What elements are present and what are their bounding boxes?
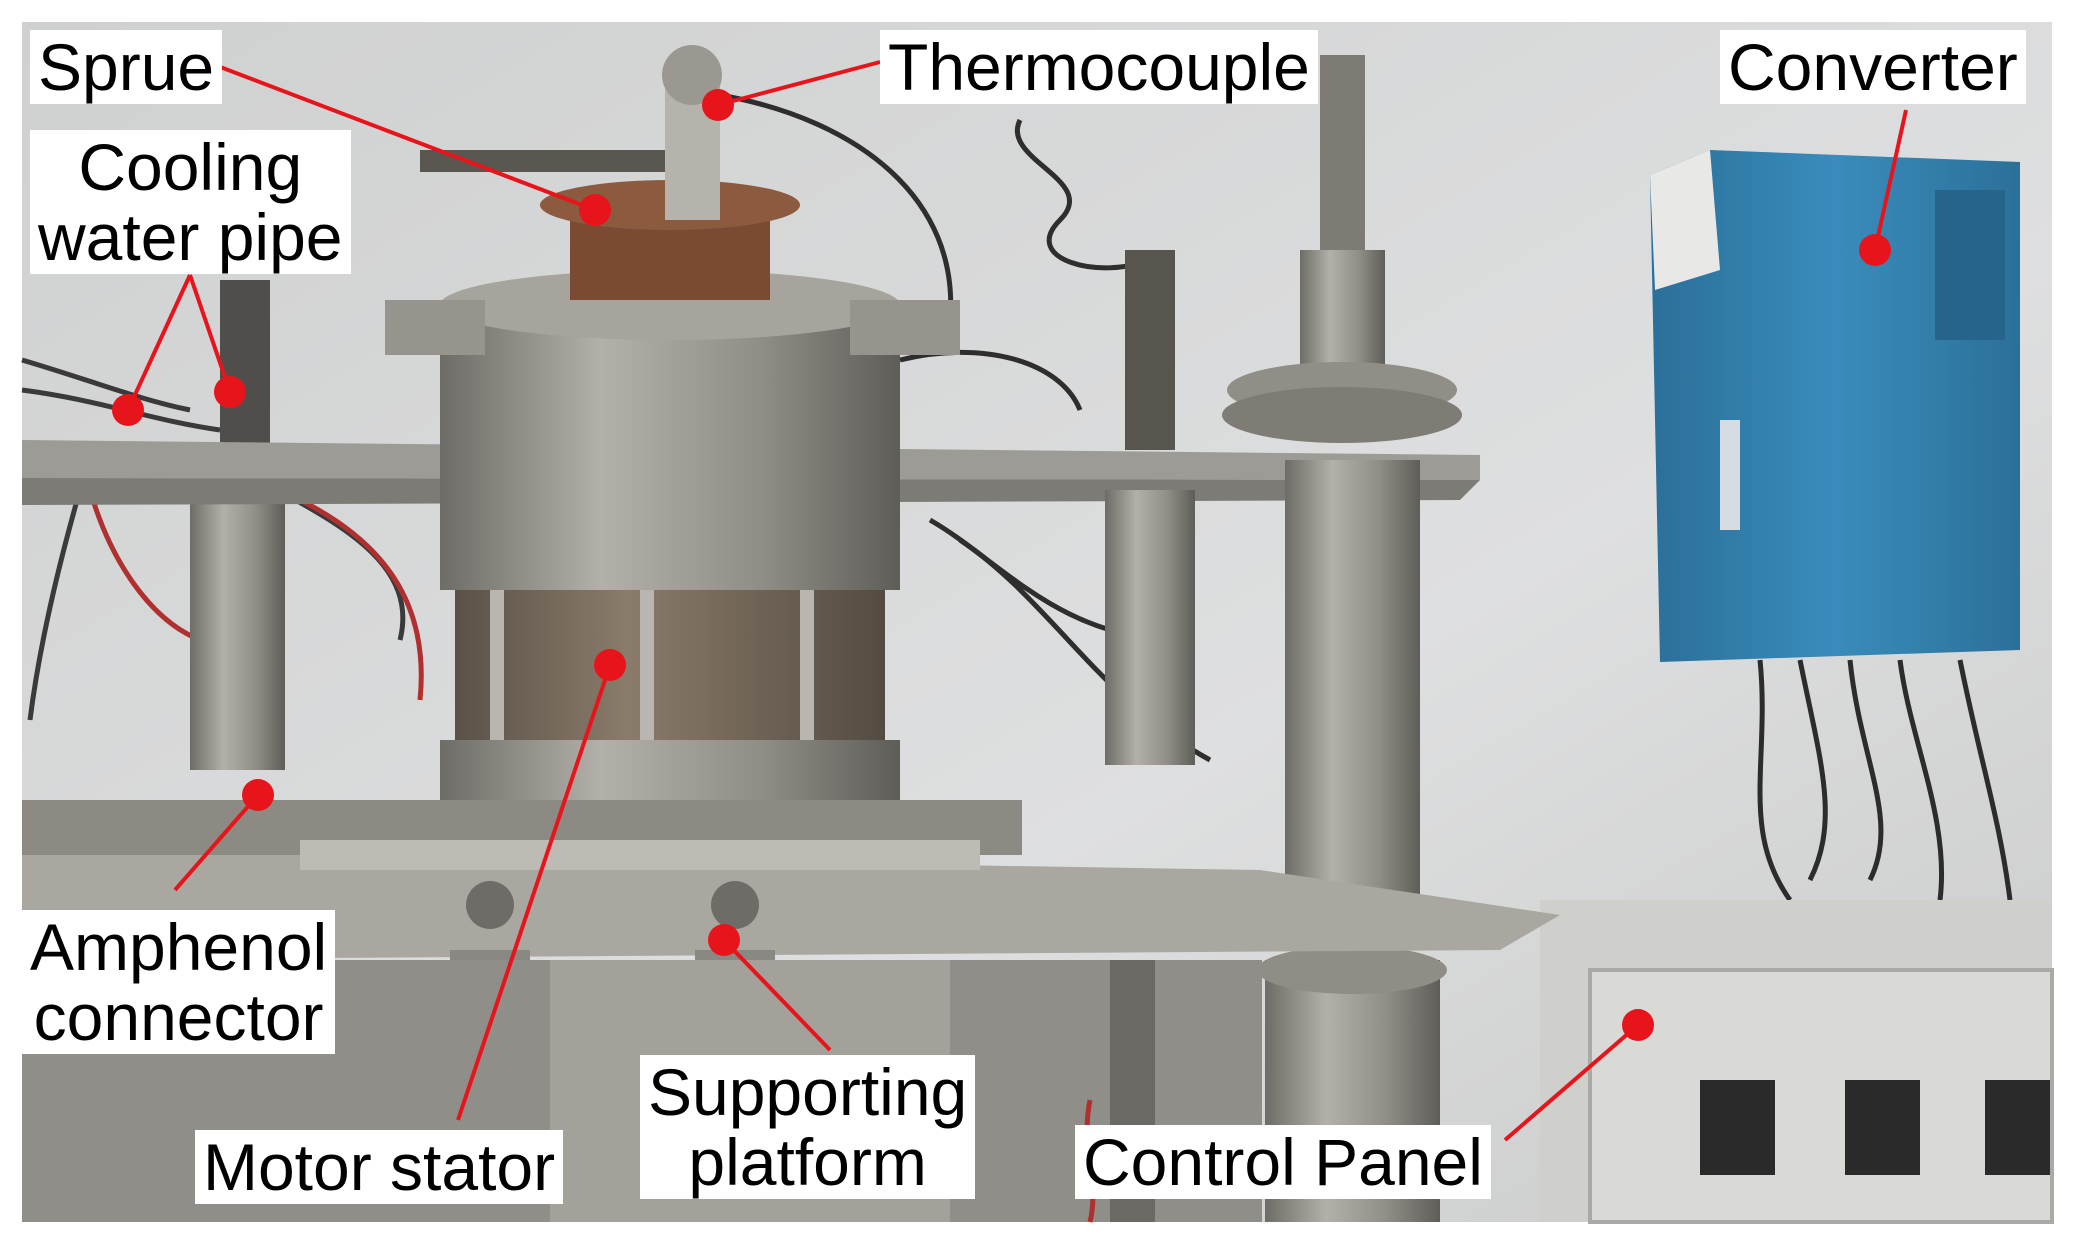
label-supporting-platform-line1: Supporting (648, 1055, 968, 1129)
label-amphenol-connector: Amphenol connector (22, 910, 336, 1054)
label-motor-stator: Motor stator (195, 1130, 564, 1204)
marker-thermocouple (702, 89, 734, 121)
leader-lines (126, 60, 1908, 1142)
label-control-panel: Control Panel (1075, 1125, 1491, 1199)
marker-converter (1859, 234, 1891, 266)
label-cooling-water-pipe: Cooling water pipe (30, 130, 351, 274)
marker-control-panel (1622, 1009, 1654, 1041)
marker-amphenol (242, 779, 274, 811)
marker-supporting-platform (708, 924, 740, 956)
marker-motor-stator (594, 649, 626, 681)
label-thermocouple: Thermocouple (880, 30, 1318, 104)
label-supporting-platform-line2: platform (688, 1125, 927, 1199)
converter-box (1650, 150, 2020, 902)
label-converter: Converter (1720, 30, 2026, 104)
lower-platform (22, 850, 1560, 960)
control-panel-box (1540, 900, 2054, 1224)
label-cooling-water-pipe-line2: water pipe (38, 200, 343, 274)
left-post (190, 490, 285, 770)
marker-cooling-pipe-2 (214, 376, 246, 408)
label-amphenol-line2: connector (33, 980, 324, 1054)
label-supporting-platform: Supporting platform (640, 1055, 976, 1199)
markers (112, 89, 1891, 1041)
marker-sprue (579, 194, 611, 226)
label-cooling-water-pipe-line1: Cooling (78, 130, 303, 204)
label-amphenol-line1: Amphenol (30, 910, 328, 984)
label-sprue: Sprue (30, 30, 223, 104)
marker-cooling-pipe-1 (112, 394, 144, 426)
